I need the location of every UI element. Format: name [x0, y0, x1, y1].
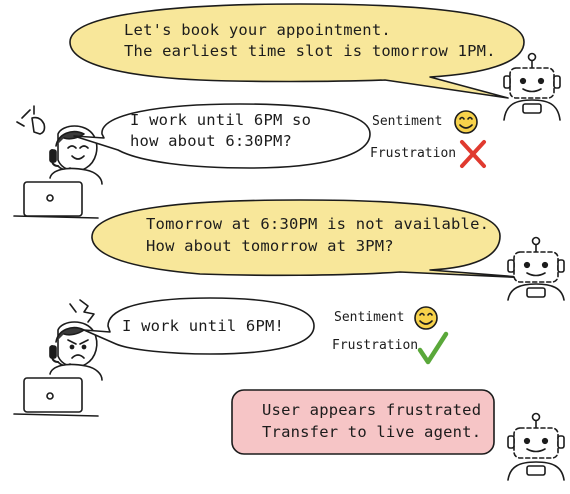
bot-message-1-line-1: Let's book your appointment.: [124, 21, 391, 39]
sentiment-label: Sentiment: [372, 114, 443, 129]
user-message-2: I work until 6PM!: [122, 317, 285, 335]
customer-avatar-calm: [13, 105, 103, 219]
bot-message-2-line-1: Tomorrow at 6:30PM is not available.: [146, 215, 490, 233]
user-message-1-line-1: I work until 6PM so: [130, 111, 312, 129]
frustration-label: Frustration: [370, 146, 457, 161]
user-message-1-line-2: how about 6:30PM?: [130, 132, 293, 150]
bot-message-2-line-2: How about tomorrow at 3PM?: [146, 237, 394, 255]
customer-avatar-angry: [13, 299, 103, 417]
checkmark-icon: [417, 331, 449, 365]
smiley-icon: [454, 110, 478, 134]
robot-icon: [507, 412, 565, 481]
user-speech-bubble-1: [73, 103, 371, 169]
frustration-label: Frustration: [332, 338, 419, 353]
robot-icon: [507, 236, 565, 301]
robot-icon: [503, 52, 561, 121]
user-speech-bubble-2: [83, 297, 315, 355]
sentiment-label: Sentiment: [334, 310, 405, 325]
bot-message-1-line-2: The earliest time slot is tomorrow 1PM.: [124, 42, 496, 60]
bot-speech-bubble-2: [91, 199, 533, 279]
alert-line-2: Transfer to live agent.: [262, 423, 482, 441]
smiley-icon: [414, 306, 438, 330]
alert-line-1: User appears frustrated: [262, 401, 482, 419]
cross-icon: [460, 140, 486, 168]
bot-speech-bubble-1: [69, 3, 525, 99]
transfer-alert-box: [231, 389, 495, 455]
